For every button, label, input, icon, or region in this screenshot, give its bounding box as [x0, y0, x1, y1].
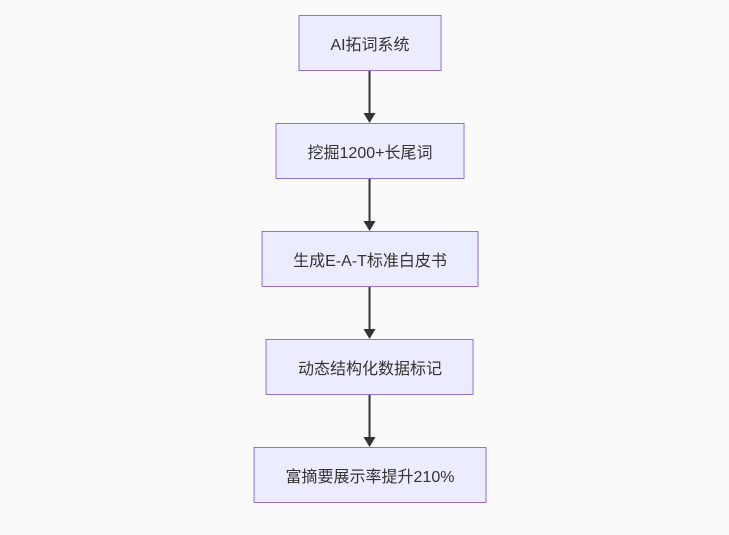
arrow-head-icon	[364, 113, 376, 123]
flow-node-eat-whitepaper: 生成E-A-T标准白皮书	[261, 231, 479, 287]
flowchart-column: AI拓词系统 挖掘1200+长尾词 生成E-A-T标准白皮书 动态结构化数据标记…	[253, 15, 487, 503]
flow-arrow-down-icon	[364, 71, 376, 123]
flow-node-ai-keyword-system: AI拓词系统	[298, 15, 442, 71]
flow-arrow-down-icon	[364, 287, 376, 339]
flow-node-structured-data-markup: 动态结构化数据标记	[265, 339, 474, 395]
flow-arrow-down-icon	[364, 179, 376, 231]
arrow-shaft	[369, 71, 371, 113]
flow-arrow-down-icon	[364, 395, 376, 447]
flow-node-longtail-keywords: 挖掘1200+长尾词	[275, 123, 465, 179]
arrow-shaft	[369, 395, 371, 437]
arrow-shaft	[369, 287, 371, 329]
arrow-head-icon	[364, 329, 376, 339]
arrow-shaft	[369, 179, 371, 221]
flow-node-rich-snippet-rate: 富摘要展示率提升210%	[253, 447, 487, 503]
arrow-head-icon	[364, 221, 376, 231]
arrow-head-icon	[364, 437, 376, 447]
